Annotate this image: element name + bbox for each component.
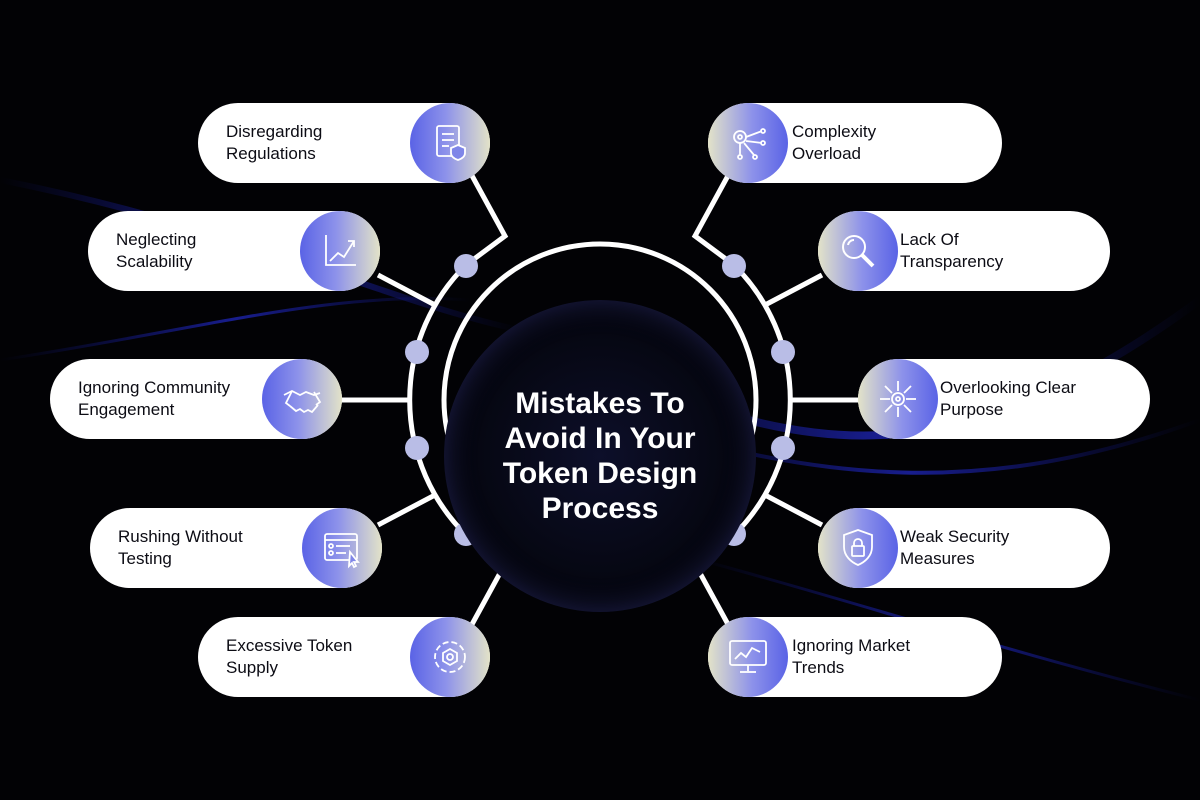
connector-node (405, 436, 429, 460)
item-label: Weak Security Measures (900, 527, 1010, 568)
shield-lock-icon (818, 508, 898, 588)
item-ignoring-market-trends: Ignoring Market Trends (708, 617, 1002, 697)
item-label: Lack Of Transparency (900, 230, 1004, 271)
target-arrows-icon (858, 359, 938, 439)
connector-node (771, 436, 795, 460)
item-disregarding-regulations: Disregarding Regulations (198, 103, 490, 183)
item-overlooking-clear-purpose: Overlooking Clear Purpose (858, 359, 1150, 439)
item-label: Neglecting Scalability (116, 230, 197, 271)
center-hub: Mistakes To Avoid In Your Token Design P… (444, 300, 756, 612)
branch-line (464, 170, 509, 268)
item-complexity-overload: Complexity Overload (708, 103, 1002, 183)
item-label: Rushing Without Testing (118, 527, 243, 568)
item-label: Ignoring Community Engagement (78, 378, 231, 419)
item-rushing-without-testing: Rushing Without Testing (90, 508, 382, 588)
circuit-gear-icon (708, 103, 788, 183)
item-lack-of-transparency: Lack Of Transparency (818, 211, 1110, 291)
branch-line (376, 272, 437, 308)
item-excessive-token-supply: Excessive Token Supply (198, 617, 490, 697)
item-label: Complexity Overload (792, 122, 877, 163)
connector-node (454, 254, 478, 278)
branch-line (763, 492, 824, 528)
connector-node (405, 340, 429, 364)
browser-checklist-icon (302, 508, 382, 588)
item-weak-security-measures: Weak Security Measures (818, 508, 1110, 588)
connector-node (771, 340, 795, 364)
branch-line (376, 492, 437, 528)
monitor-chart-icon (708, 617, 788, 697)
item-label: Excessive Token Supply (226, 636, 353, 677)
branch-line (691, 170, 736, 268)
magnifier-icon (818, 211, 898, 291)
item-neglecting-scalability: Neglecting Scalability (88, 211, 380, 291)
item-label: Disregarding Regulations (226, 122, 323, 163)
item-ignoring-community-engagement: Ignoring Community Engagement (50, 359, 342, 439)
item-label: Ignoring Market Trends (792, 636, 911, 677)
branch-line (763, 272, 824, 308)
handshake-icon (262, 359, 342, 439)
token-cycle-icon (410, 617, 490, 697)
document-shield-icon (410, 103, 490, 183)
item-label: Overlooking Clear Purpose (940, 378, 1077, 419)
diagram-title: Mistakes To Avoid In Your Token Design P… (502, 387, 698, 525)
connector-node (722, 254, 746, 278)
growth-chart-icon (300, 211, 380, 291)
